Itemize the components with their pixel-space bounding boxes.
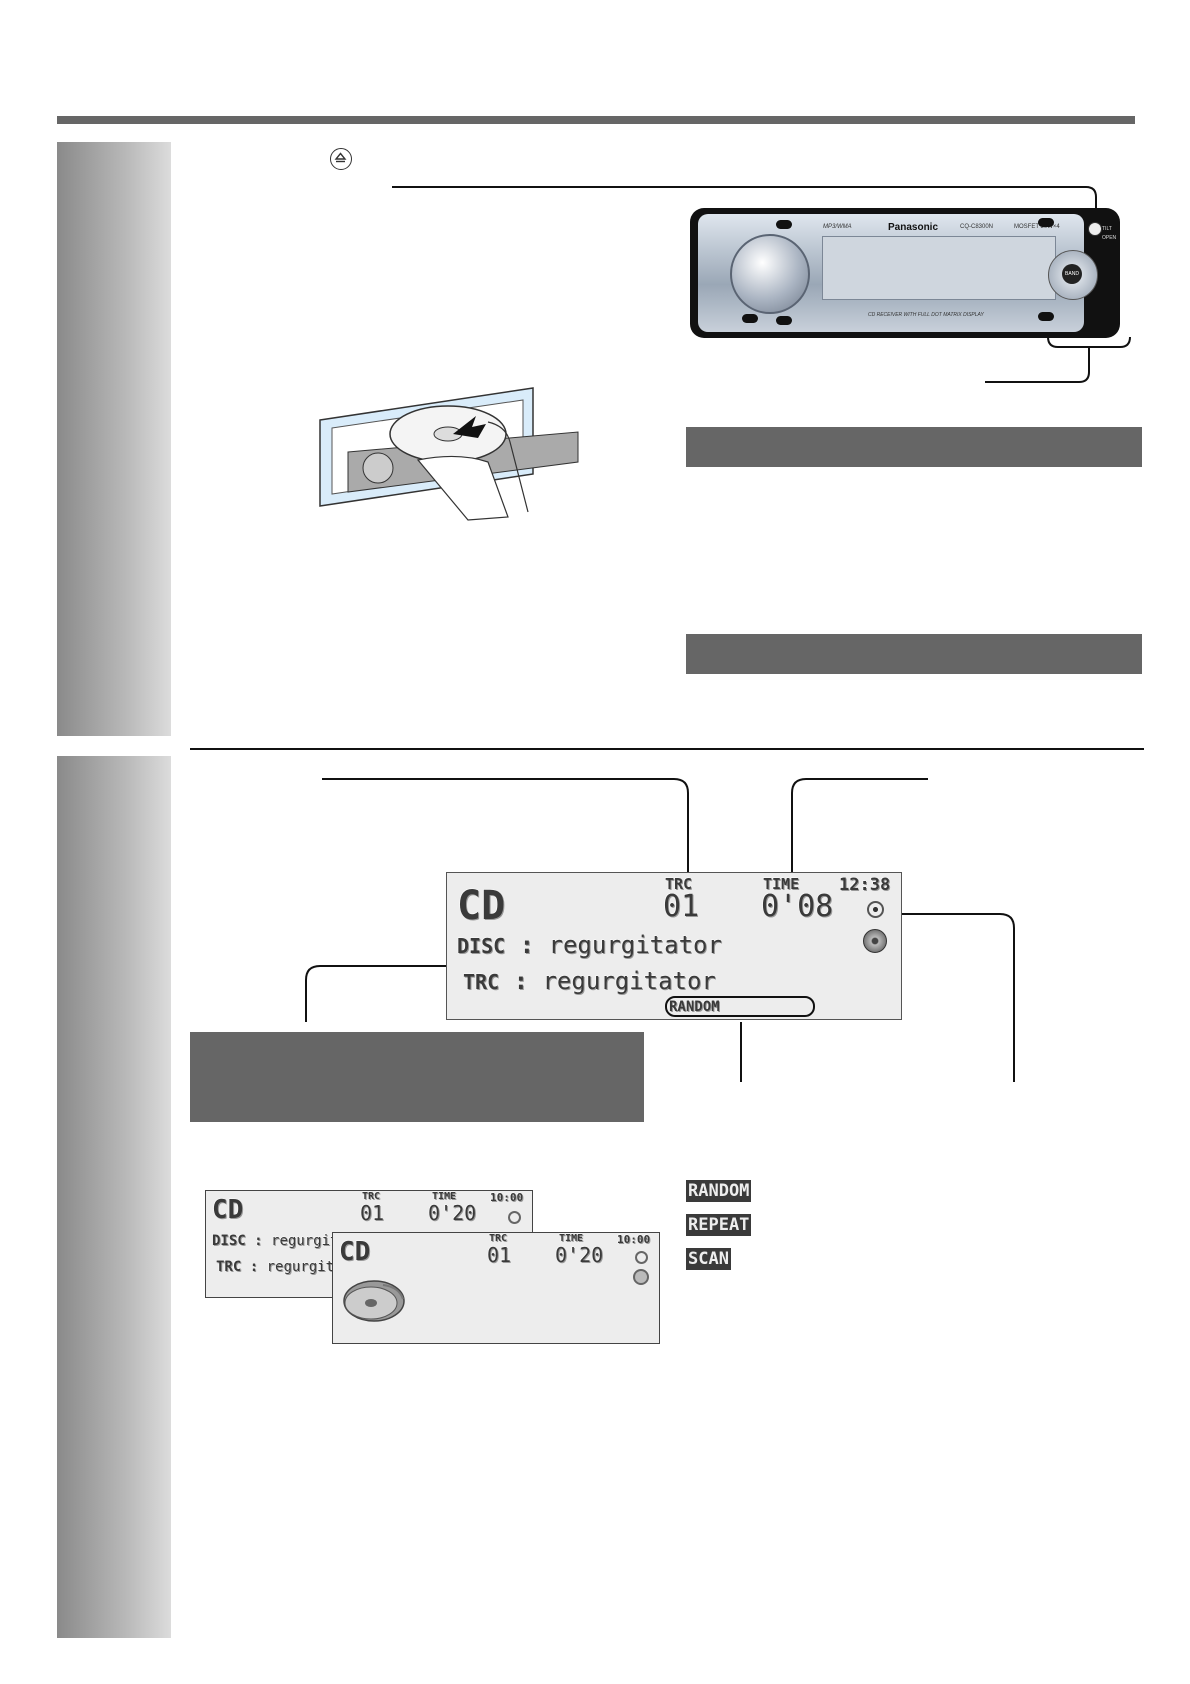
back-lcd-disc-colon: : (245, 1233, 272, 1249)
band-label: BAND (1065, 271, 1079, 277)
ap-button[interactable] (776, 316, 792, 325)
lcd-window (822, 236, 1056, 300)
back-lcd-track-label: TRC (216, 1259, 242, 1275)
back-lcd-disc-label: DISC (212, 1233, 246, 1249)
radio-faceplate: Panasonic CQ-C8300N MP3/WMA MOSFET 50W×4… (698, 214, 1084, 332)
info-box-2 (686, 634, 1142, 674)
front-lcd-time-label: TIME (559, 1233, 584, 1244)
tilt-label: TILT (1102, 226, 1112, 232)
main-lcd-display: CD TRC 01 TIME 0'08 12:38 DISC : regurgi… (446, 872, 902, 1020)
radio-brand: Panasonic (888, 222, 939, 233)
lcd-source: CD (457, 883, 506, 929)
info-box-1 (686, 427, 1142, 467)
mode-badge-scan: SCAN (686, 1248, 731, 1270)
lcd-time-label: TIME (763, 875, 800, 893)
disp-button[interactable] (1038, 218, 1054, 227)
lcd-mode-indicator: RANDOM (669, 999, 720, 1015)
callout-lines-top (392, 186, 1131, 383)
lcd-disc-label: DISC (457, 934, 506, 958)
lcd-track-value: regurgitator (542, 967, 716, 995)
front-lcd-trc-label: TRC (489, 1233, 508, 1244)
back-disc-icon (508, 1211, 521, 1224)
front-lcd-clock: 10:00 (617, 1233, 651, 1246)
radio-mosfet-label: MOSFET 50W×4 (1014, 224, 1060, 230)
side-bar-section-2 (57, 756, 171, 1638)
lcd-trc-label: TRC (665, 875, 693, 893)
back-lcd-track-colon: : (241, 1259, 267, 1275)
cd-insert-illustration (318, 382, 588, 522)
front-lcd-trc-value: 01 (487, 1243, 512, 1267)
mode-badge-repeat: REPEAT (686, 1214, 752, 1236)
front-lcd-source: CD (339, 1237, 371, 1267)
back-lcd-time-label: TIME (432, 1191, 457, 1202)
info-box-3 (190, 1032, 644, 1122)
front-disc-stack-icon (633, 1269, 649, 1285)
side-bar-section-1 (57, 142, 171, 736)
lcd-track-colon: : (499, 967, 543, 995)
mute-button[interactable] (742, 314, 758, 323)
back-lcd-time-value: 0'20 (428, 1201, 477, 1225)
lcd-trc-value: 01 (663, 889, 700, 924)
spinning-disc-icon (339, 1273, 409, 1325)
lcd-clock: 12:38 (839, 875, 891, 895)
back-lcd-disc-value: regurgit (271, 1233, 339, 1249)
radio-tagline: CD RECEIVER WITH FULL DOT MATRIX DISPLAY (868, 312, 984, 318)
eject-icon (330, 148, 352, 170)
open-eject-button[interactable] (1088, 222, 1102, 236)
lcd-disc-colon: : (505, 931, 549, 959)
car-radio-unit: Panasonic CQ-C8300N MP3/WMA MOSFET 50W×4… (690, 208, 1120, 338)
lcd-track-label: TRC (463, 970, 500, 994)
front-lcd-display: CD TRC 01 TIME 0'20 10:00 (332, 1232, 660, 1344)
back-lcd-source: CD (212, 1195, 244, 1225)
mode-highlight-oval (665, 996, 815, 1017)
radio-model: CQ-C8300N (960, 224, 994, 230)
back-lcd-clock: 10:00 (490, 1191, 524, 1204)
front-lcd-time-value: 0'20 (555, 1243, 604, 1267)
mode-button[interactable] (776, 220, 792, 229)
back-lcd-track-value: regurgit (266, 1259, 335, 1275)
lcd-disc-row: DISC : regurgitator (457, 931, 722, 959)
band-button[interactable]: BAND (1062, 264, 1082, 284)
lcd-track-row: TRC : regurgitator (463, 967, 716, 995)
lcd-disc-value: regurgitator (548, 931, 722, 959)
back-lcd-disc-row: DISC : regurgit (212, 1233, 338, 1249)
disc-stack-icon (863, 929, 887, 953)
section-divider (190, 748, 1144, 750)
back-lcd-trc-value: 01 (360, 1201, 385, 1225)
back-lcd-trc-label: TRC (362, 1191, 381, 1202)
front-disc-icon (635, 1251, 648, 1264)
top-rule (57, 116, 1135, 124)
mode-badge-random: RANDOM (686, 1180, 752, 1202)
disc-icon (867, 901, 884, 918)
back-lcd-track-row: TRC : regurgit (216, 1259, 334, 1275)
lcd-time-value: 0'08 (761, 889, 834, 924)
open-label: OPEN (1102, 235, 1117, 241)
radio-mp3-label: MP3/WMA (823, 224, 852, 230)
callout-lines-display (305, 778, 1015, 1082)
sq-button[interactable] (1038, 312, 1054, 321)
volume-knob[interactable] (730, 234, 810, 314)
